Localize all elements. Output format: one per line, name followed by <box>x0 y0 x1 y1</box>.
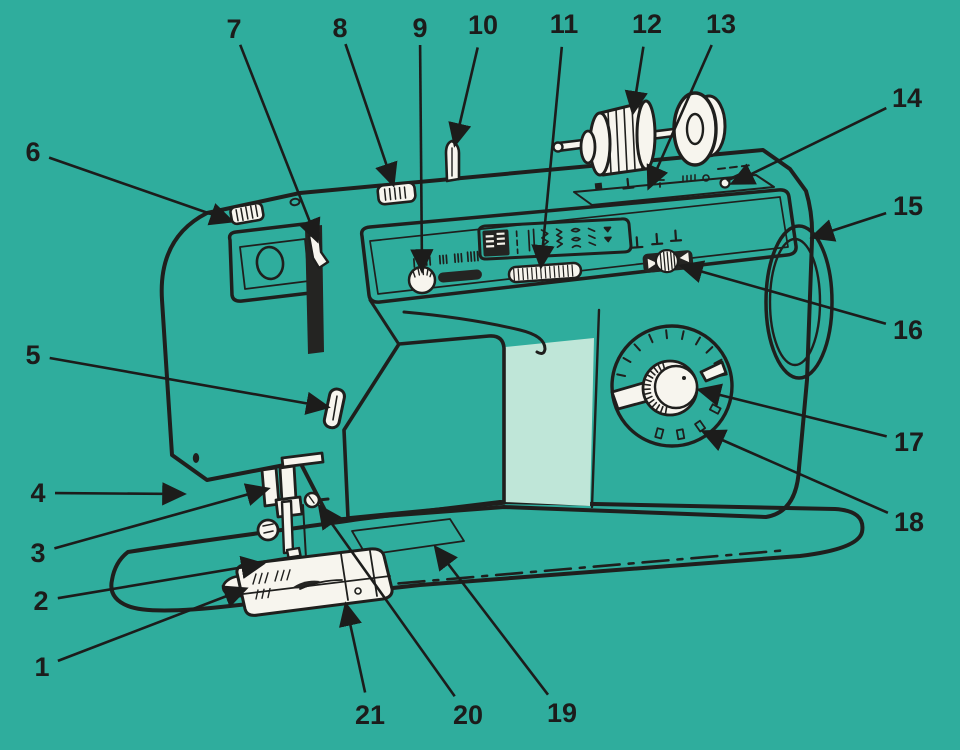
callout-number-10: 10 <box>468 10 498 40</box>
callout-number-2: 2 <box>33 586 48 616</box>
callout-number-11: 11 <box>550 9 579 39</box>
front-panel <box>359 188 798 304</box>
leader-line-3 <box>54 483 271 550</box>
callout-number-16: 16 <box>893 315 923 345</box>
thread-spool <box>579 99 657 177</box>
stitch-width-scale <box>413 250 479 268</box>
leader-line-11 <box>531 46 564 270</box>
leader-line-12 <box>624 46 648 116</box>
plate-seam <box>242 575 391 595</box>
top-mark-tee <box>622 177 635 190</box>
leader-line-6 <box>48 156 235 226</box>
machine-body <box>159 148 815 522</box>
needle-hole-slot <box>292 580 320 589</box>
face-plate-window <box>255 245 285 281</box>
arm-underside-edge <box>368 298 400 345</box>
cover-plate-seams <box>340 550 378 601</box>
callout-number-4: 4 <box>30 478 45 508</box>
dial-knob <box>641 359 699 417</box>
leader-line-8 <box>344 43 398 188</box>
callout-number-7: 7 <box>226 14 241 44</box>
callout-number-21: 21 <box>355 700 385 730</box>
stitch-window <box>477 217 633 261</box>
leader-line-19 <box>433 544 550 696</box>
callout-number-12: 12 <box>632 9 662 39</box>
leader-line-7 <box>238 44 321 244</box>
presser-foot-thumbscrew <box>256 518 280 542</box>
leader-line-13 <box>646 44 713 191</box>
top-mark-ticks <box>682 174 696 183</box>
spool-pin-tip <box>552 141 564 153</box>
callout-number-20: 20 <box>453 700 483 730</box>
presser-bar <box>280 499 295 555</box>
leader-line-17 <box>696 383 888 438</box>
tension-dial <box>229 201 265 226</box>
top-mark-square <box>594 182 603 190</box>
slide-plate-outline <box>351 518 465 556</box>
head-screw-hole <box>192 453 200 463</box>
leader-line-14 <box>729 106 887 185</box>
machine-head <box>227 201 346 430</box>
callout-number-8: 8 <box>332 13 347 43</box>
stitch-length-dial <box>610 324 734 448</box>
plate-screw-hole <box>354 587 362 595</box>
leader-line-4 <box>54 482 187 506</box>
top-mark-hole <box>702 174 710 182</box>
callout-number-17: 17 <box>894 427 924 457</box>
leader-line-9 <box>410 44 434 274</box>
leader-line-18 <box>700 429 889 514</box>
top-hole <box>289 197 301 207</box>
stitch-indicator-box <box>482 229 510 257</box>
needle-plate <box>221 547 394 617</box>
needle-bar-bracket <box>280 451 325 469</box>
top-dash-mark <box>717 164 753 170</box>
thread-guide-lower <box>322 387 346 430</box>
spool-pin-assembly <box>552 91 727 177</box>
callout-number-5: 5 <box>25 340 40 370</box>
callout-number-19: 19 <box>547 698 577 728</box>
arm-opening <box>342 334 506 520</box>
spool-disc <box>672 91 727 167</box>
panel-inner-line <box>369 196 789 295</box>
callout-number-3: 3 <box>30 538 45 568</box>
leader-line-21 <box>339 601 367 693</box>
pillar-crease-line <box>590 308 601 509</box>
body-silhouette <box>159 148 815 522</box>
callout-number-14: 14 <box>892 83 922 113</box>
stitch-pattern-symbols <box>515 226 612 255</box>
knob-rib-lines <box>642 361 668 416</box>
leader-line-5 <box>49 356 331 415</box>
needle <box>302 504 307 559</box>
callout-number-9: 9 <box>412 13 427 43</box>
bobbin-cover-arc <box>299 579 343 590</box>
buttonhole-marks <box>631 229 683 249</box>
leader-line-16 <box>678 260 887 325</box>
top-thread-guide <box>376 181 417 206</box>
leader-line-20 <box>317 503 456 698</box>
panel-face <box>359 188 798 304</box>
leader-line-10 <box>448 47 479 148</box>
stitch-width-thumbwheel <box>407 265 482 295</box>
dial-pointer-right <box>699 360 728 383</box>
callout-number-1: 1 <box>34 652 49 682</box>
body-seam-curve <box>402 310 547 355</box>
leader-line-15 <box>809 211 887 242</box>
pillar-bevel <box>505 338 594 506</box>
callout-number-13: 13 <box>706 9 736 39</box>
needle-clamp-screw <box>303 491 330 509</box>
leader-line-2 <box>57 555 266 600</box>
buttonhole-thumbwheel <box>642 248 694 274</box>
face-plate-inner-line <box>239 238 310 290</box>
callout-number-6: 6 <box>25 137 40 167</box>
callout-number-15: 15 <box>893 191 923 221</box>
face-plate <box>227 222 320 303</box>
callout-number-18: 18 <box>894 507 924 537</box>
leader-line-1 <box>57 585 249 663</box>
